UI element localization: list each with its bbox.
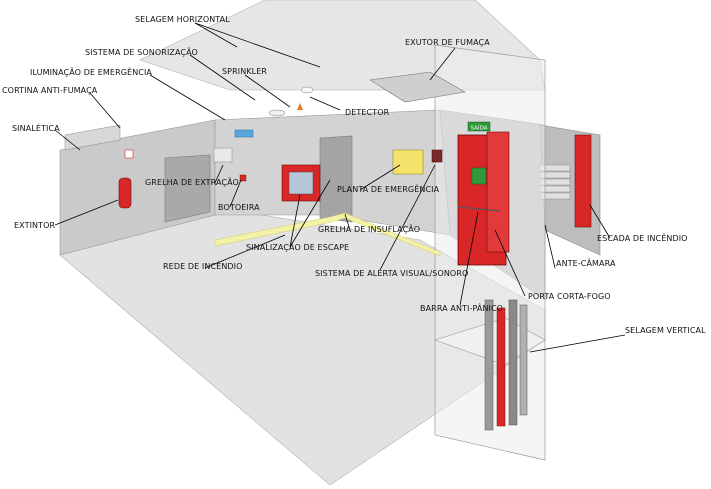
saida-sign	[467, 121, 491, 132]
left-door	[164, 154, 211, 223]
label-sprinkler: SPRINKLER	[222, 67, 267, 76]
pushbutton	[239, 174, 247, 182]
extinguisher	[118, 177, 132, 209]
alarm-box	[431, 149, 443, 163]
label-grelha-insuflacao: GRELHA DE INSUFLAÇÃO	[318, 224, 420, 234]
vertical-pipes	[484, 299, 528, 431]
exit-door-sign	[471, 167, 487, 185]
label-porta-corta-fogo: PORTA CORTA-FOGO	[528, 292, 611, 301]
label-rede-incendio: REDE DE INCÊNDIO	[163, 260, 243, 271]
saida-sign-text: SAÍDA	[471, 125, 488, 132]
label-sinaletica: SINALÉTICA	[12, 122, 60, 133]
leader-lines	[54, 22, 626, 353]
fire-hose-window	[288, 171, 314, 195]
smoke-exhaust	[369, 71, 466, 103]
escape-glow-strip	[214, 212, 441, 257]
sprinkler	[268, 109, 286, 117]
extraction-grille	[213, 147, 233, 163]
label-cortina-anti-fumaca: CORTINA ANTI-FUMAÇA	[2, 86, 98, 95]
panic-bar	[457, 206, 501, 212]
detector	[300, 86, 314, 94]
stair-red-door	[574, 134, 592, 228]
label-exutor-fumaca: EXUTOR DE FUMAÇA	[405, 38, 490, 47]
evacuation-plan	[392, 149, 424, 175]
label-sinalizacao-escape: SINALIZAÇÃO DE ESCAPE	[246, 242, 349, 252]
label-grelha-extracao: GRELHA DE EXTRAÇÃO	[145, 177, 239, 187]
label-selagem-vertical: SELAGEM VERTICAL	[625, 326, 706, 335]
label-ante-camara: ANTE-CÂMARA	[556, 257, 616, 268]
label-detector: DETECTOR	[345, 108, 390, 117]
signage-box	[124, 149, 134, 159]
label-iluminacao-emergencia: ILUMINAÇÃO DE EMERGÊNCIA	[30, 66, 152, 77]
fire-door-leaf	[486, 131, 510, 253]
label-selagem-horizontal: SELAGEM HORIZONTAL	[135, 15, 230, 24]
smoke-curtain	[64, 124, 121, 151]
back-door	[319, 135, 353, 223]
emergency-light	[234, 129, 254, 138]
label-planta-emergencia: PLANTA DE EMERGÊNCIA	[337, 183, 440, 194]
label-barra-anti-panico: BARRA ANTI-PÂNICO	[420, 302, 503, 313]
sprinkler-head	[297, 103, 303, 110]
label-botoeira: BOTOEIRA	[218, 203, 260, 212]
stairs	[539, 164, 571, 200]
label-escada-incendio: ESCADA DE INCÊNDIO	[597, 232, 688, 243]
label-extintor: EXTINTOR	[14, 221, 56, 230]
label-sistema-alerta: SISTEMA DE ALERTA VISUAL/SONORO	[315, 269, 468, 278]
label-sistema-sonorizacao: SISTEMA DE SONORIZAÇÃO	[85, 47, 198, 57]
